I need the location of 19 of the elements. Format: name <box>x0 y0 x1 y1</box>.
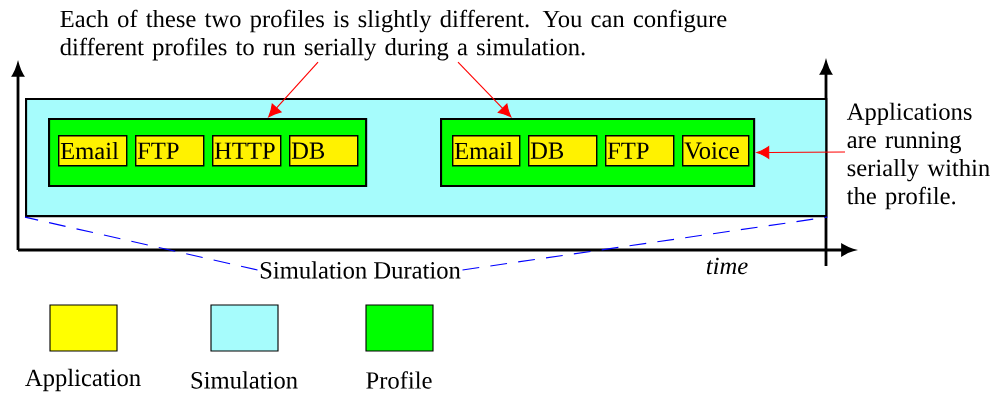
application-box: FTP <box>135 135 205 167</box>
callout-text: Applications are running serially within the profile. <box>846 102 990 210</box>
application-box: FTP <box>605 135 675 167</box>
application-box: Email <box>452 135 521 167</box>
leader-line <box>461 216 828 271</box>
application-box: DB <box>528 135 598 167</box>
arrow <box>756 146 846 159</box>
application-box: Email <box>58 135 128 167</box>
application-box: DB <box>289 135 359 167</box>
callout-text: Simulation Duration <box>260 261 461 279</box>
application-box: HTTP <box>212 135 282 167</box>
axis-label: time <box>706 257 748 275</box>
callout-text: Each of these two profiles is slightly different. You can configure different profiles to run serially during a simulation. <box>60 9 727 61</box>
legend-label: Profile <box>366 371 432 389</box>
application-box: Voice <box>682 135 750 167</box>
legend-label: Simulation <box>191 371 298 389</box>
arrow <box>268 61 319 118</box>
legend-label: Application <box>25 368 141 392</box>
arrow <box>457 61 512 118</box>
